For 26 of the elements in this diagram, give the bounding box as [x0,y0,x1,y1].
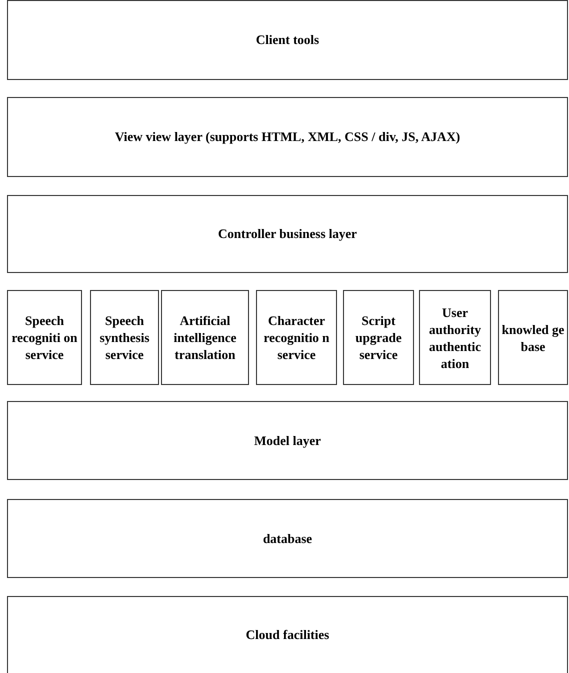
box-label: database [262,530,312,548]
layer-box [7,97,568,177]
layer-box [7,596,568,673]
service-box [498,290,568,385]
layer-box [7,401,568,480]
box-label: Character recognitio n service [262,312,330,363]
box-label: Speech synthesis service [98,312,150,363]
box-label: Client tools [256,31,320,50]
layer-box [7,195,568,273]
box-label: Model layer [254,432,321,450]
layer-box [7,0,568,80]
layer-box [7,499,568,578]
box-label: Speech recogniti on service [10,312,78,363]
box-label: View view layer (supports HTML, XML, CSS / div, JS, AJAX) [114,128,460,146]
box-label: Artificial intelligence translation [172,312,238,363]
service-box [343,290,414,385]
box-label: Controller business layer [218,225,357,244]
service-box [419,290,491,385]
box-label: Cloud facilities [246,626,330,644]
box-label: knowled ge base [500,320,566,354]
box-label: User authority authentic ation [428,304,482,372]
service-box [7,290,82,385]
box-label: Script upgrade service [354,312,403,363]
service-box [256,290,337,385]
service-box [161,290,249,385]
service-box [90,290,159,385]
